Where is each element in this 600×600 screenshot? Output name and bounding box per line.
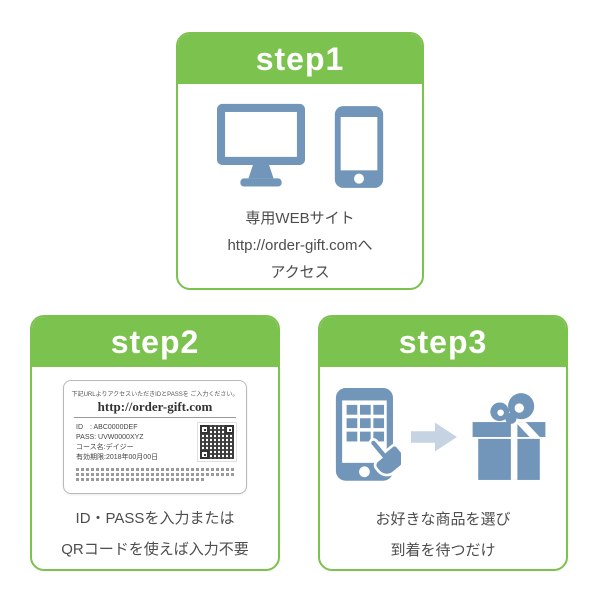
step3-body: お好きな商品を選び 到着を待つだけ: [320, 367, 566, 569]
step1-caption: 専用WEBサイト http://order-gift.comへ アクセス: [227, 205, 372, 286]
step1-icons: [216, 103, 384, 196]
step1-header: step1: [178, 34, 422, 84]
step3-caption: お好きな商品を選び 到着を待つだけ: [375, 504, 510, 566]
step1-body: 専用WEBサイト http://order-gift.comへ アクセス: [178, 84, 422, 288]
qr-eye: [225, 425, 234, 434]
step2-box: step2 下記URLよりアクセスいただきIDとPASSを ご入力ください。 h…: [30, 315, 280, 571]
step1-box: step1: [176, 32, 424, 290]
caption-line: 専用WEBサイト: [245, 210, 355, 227]
id-pass-card: 下記URLよりアクセスいただきIDとPASSを ご入力ください。 http://…: [63, 380, 247, 494]
right-arrow-icon: [411, 422, 457, 457]
card-field-course: コース名:デイジー: [76, 444, 134, 451]
qr-eye: [200, 425, 209, 434]
caption-line: アクセス: [270, 264, 330, 281]
step3-header: step3: [320, 317, 566, 367]
card-url: http://order-gift.com: [74, 399, 236, 418]
card-field-expiry: 有効期限:2018年00月00日: [76, 454, 159, 461]
caption-line: ID・PASSを入力または: [75, 510, 235, 527]
card-fields: ID : ABC0000DEF PASS: UVW0000XYZ コース名:デイ…: [76, 423, 158, 463]
step3-box: step3: [318, 315, 568, 571]
step2-body: 下記URLよりアクセスいただきIDとPASSを ご入力ください。 http://…: [32, 367, 278, 569]
qr-code-icon: [197, 422, 237, 462]
card-content: ID : ABC0000DEF PASS: UVW0000XYZ コース名:デイ…: [64, 418, 246, 463]
desktop-monitor-icon: [216, 103, 306, 196]
fine-print-line: [76, 468, 234, 471]
gift-box-icon: [467, 392, 551, 487]
fine-print-line: [76, 478, 206, 481]
caption-line: http://order-gift.comへ: [227, 237, 373, 254]
step2-caption: ID・PASSを入力または QRコードを使えば入力不要: [61, 503, 249, 565]
fine-print-line: [76, 473, 234, 476]
step2-header: step2: [32, 317, 278, 367]
caption-line: 到着を待つだけ: [390, 542, 496, 559]
fine-print-lines: [64, 468, 246, 481]
qr-eye: [200, 450, 209, 459]
caption-line: お好きな商品を選び: [375, 511, 511, 528]
smartphone-icon: [334, 105, 384, 194]
smartphone-tap-icon: [335, 387, 406, 492]
caption-line: QRコードを使えば入力不要: [61, 541, 249, 558]
card-field-id: ID : ABC0000DEF: [76, 424, 138, 431]
step3-icons: [335, 387, 551, 492]
card-note: 下記URLよりアクセスいただきIDとPASSを ご入力ください。: [71, 392, 239, 398]
card-field-pass: PASS: UVW0000XYZ: [76, 434, 144, 441]
